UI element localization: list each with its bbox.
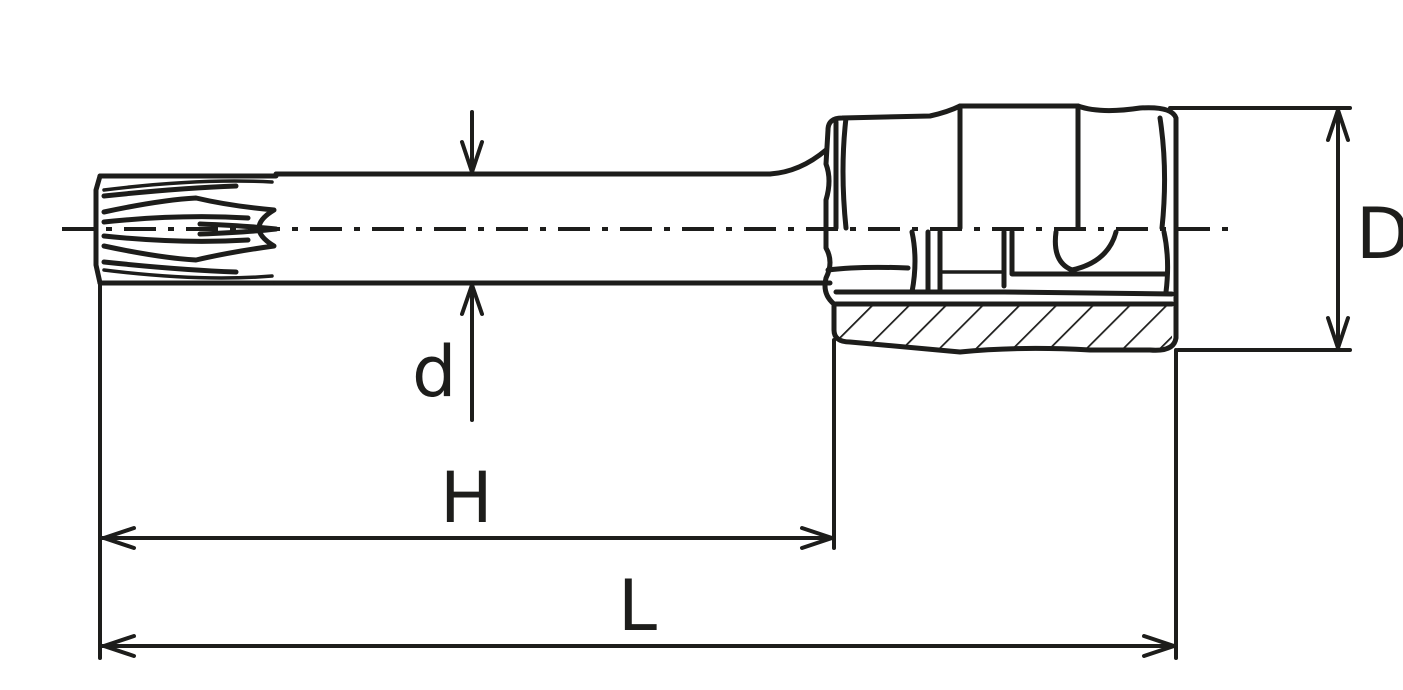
socket-body	[822, 103, 1179, 355]
torx-bit-tip	[93, 173, 279, 286]
label-L: L	[618, 565, 657, 647]
label-H: H	[440, 457, 493, 539]
dimension-d: d	[412, 110, 484, 422]
dimension-H: H	[98, 281, 836, 660]
label-d: d	[412, 331, 456, 413]
dimension-D: D	[1168, 106, 1403, 352]
bit-shank	[273, 147, 833, 286]
label-D: D	[1356, 193, 1403, 275]
dimension-L: L	[100, 348, 1178, 660]
